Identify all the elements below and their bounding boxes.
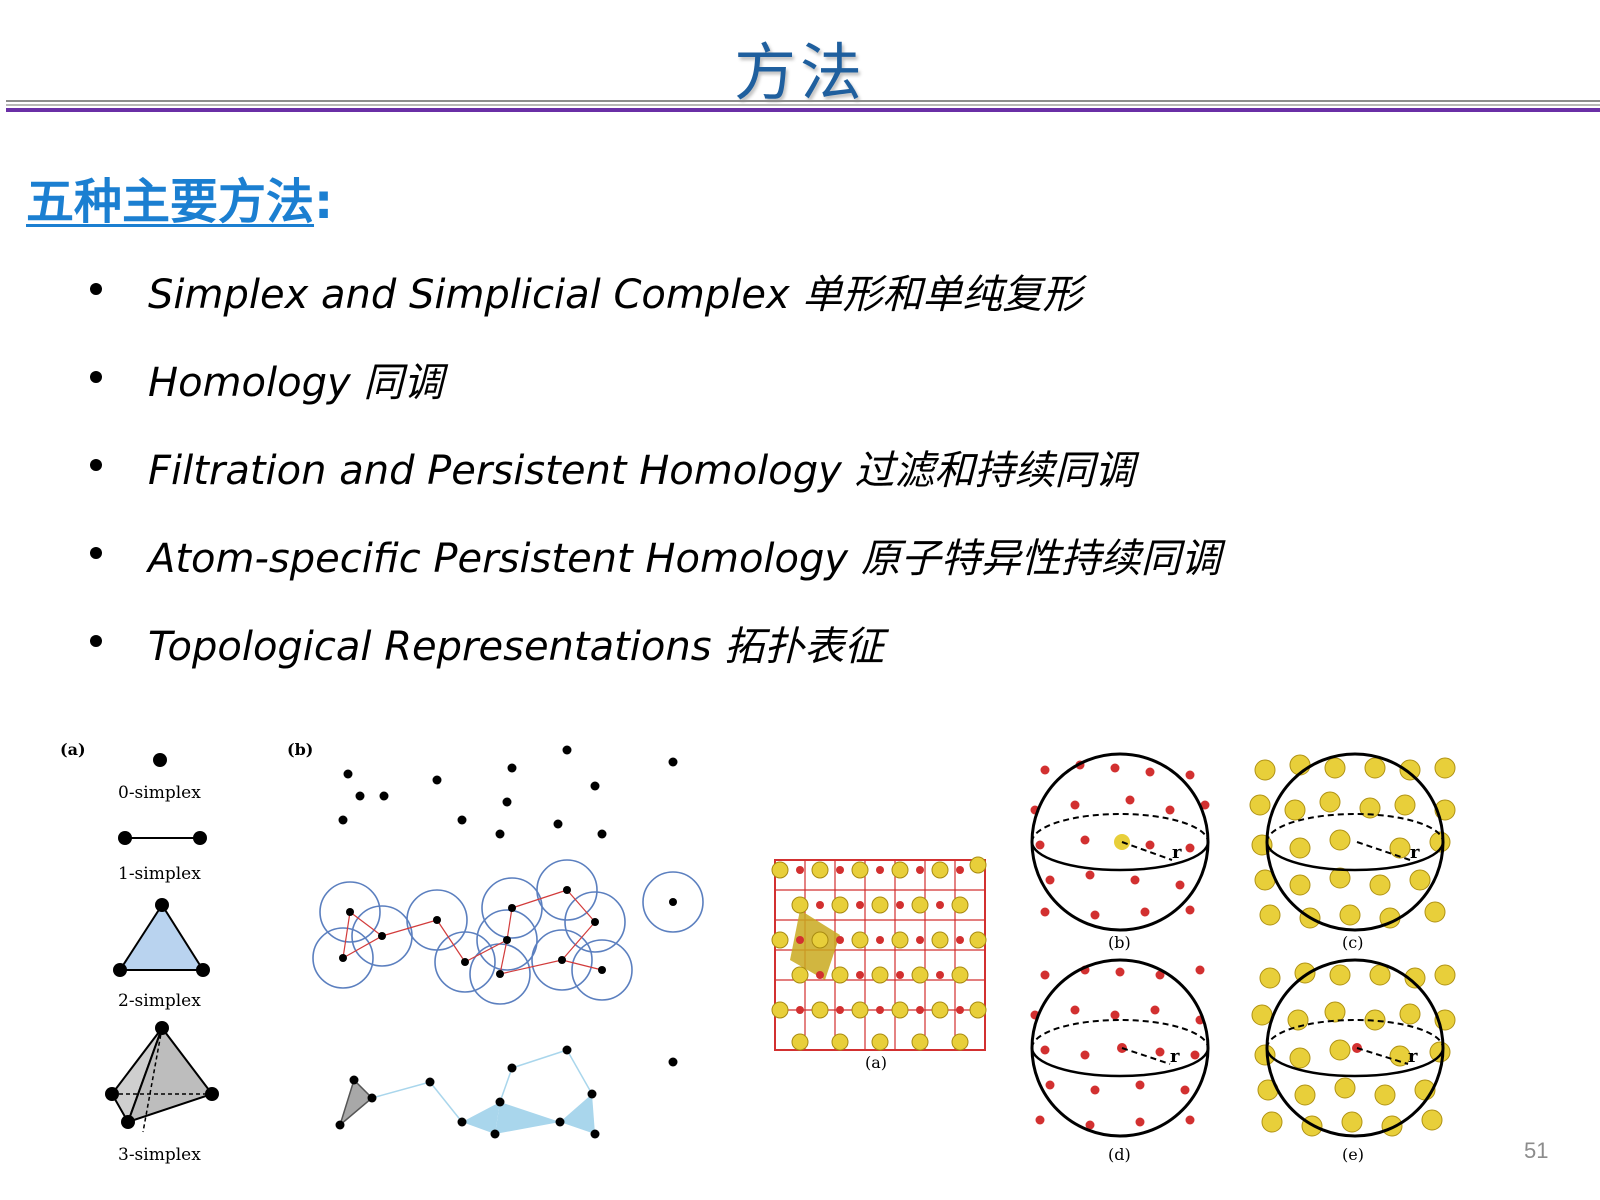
section-heading-colon: :: [314, 174, 334, 230]
figure-illustrations: (a) 0-simplex 1-simplex 2-simplex 3-simp…: [60, 740, 1456, 1165]
vertex-icon: [118, 831, 132, 845]
crystal-label-e: (e): [1342, 1145, 1364, 1164]
simplex-panel: (a) 0-simplex 1-simplex 2-simplex 3-simp…: [60, 740, 219, 1165]
section-heading-text: 五种主要方法: [26, 174, 315, 230]
slide-title: 方法: [733, 36, 866, 109]
vertex-icon: [196, 963, 210, 977]
crystal-label-c: (c): [1342, 933, 1363, 952]
bullet-icon: [90, 371, 102, 383]
vertex-icon: [113, 963, 127, 977]
crystal-lattice: (a): [771, 856, 987, 1072]
filtration-panel: (b): [287, 740, 704, 1139]
vertex-icon: [193, 831, 207, 845]
simplicial-complex: [335, 1045, 678, 1139]
point-cloud: [338, 745, 678, 839]
filtration-panel-label: (b): [287, 740, 313, 759]
method-item-text: Simplex and Simplicial Complex 单形和单纯复形: [148, 272, 1083, 318]
page-number: 51: [1524, 1138, 1549, 1163]
sphere-red-d: r (d): [1030, 958, 1210, 1164]
section-heading: 五种主要方法:: [26, 162, 333, 232]
triangle-icon: [118, 903, 205, 971]
method-item-text: Homology 同调: [148, 360, 444, 406]
simplex-label-0: 0-simplex: [118, 783, 201, 803]
vertex-icon: [153, 753, 167, 767]
bullet-icon: [90, 283, 102, 295]
sphere-gold-c: r (c): [1249, 752, 1456, 952]
vertex-icon: [155, 898, 169, 912]
radius-label: r: [1172, 842, 1182, 863]
crystal-label-b: (b): [1108, 933, 1131, 952]
tetrahedron-icon: [105, 1021, 219, 1133]
method-item-text: Filtration and Persistent Homology 过滤和持续…: [148, 448, 1135, 494]
method-item-text: Atom-specific Persistent Homology 原子特异性持…: [148, 536, 1221, 582]
ball-cover: [312, 859, 704, 1005]
method-item-text: Topological Representations 拓扑表征: [148, 624, 885, 670]
radius-label: r: [1408, 1046, 1418, 1067]
ball-edges: [342, 889, 603, 975]
title-rule-middle: [6, 104, 1600, 106]
ball-centers: [339, 886, 677, 978]
simplex-label-2: 2-simplex: [118, 991, 201, 1011]
bullet-icon: [90, 459, 102, 471]
sphere-gold-e: r (e): [1251, 958, 1456, 1164]
simplex-label-1: 1-simplex: [118, 864, 201, 884]
title-rule-accent: [6, 108, 1600, 112]
radius-label: r: [1170, 1046, 1180, 1067]
crystal-label-d: (d): [1108, 1145, 1131, 1164]
sphere-red-b: r (b): [1030, 752, 1210, 952]
bullet-icon: [90, 635, 102, 647]
crystal-label-a: (a): [865, 1053, 887, 1072]
title-rule-top: [6, 100, 1600, 102]
simplex-label-3: 3-simplex: [118, 1145, 201, 1165]
bullet-icon: [90, 547, 102, 559]
radius-label: r: [1410, 842, 1420, 863]
simplex-panel-label: (a): [60, 740, 86, 759]
